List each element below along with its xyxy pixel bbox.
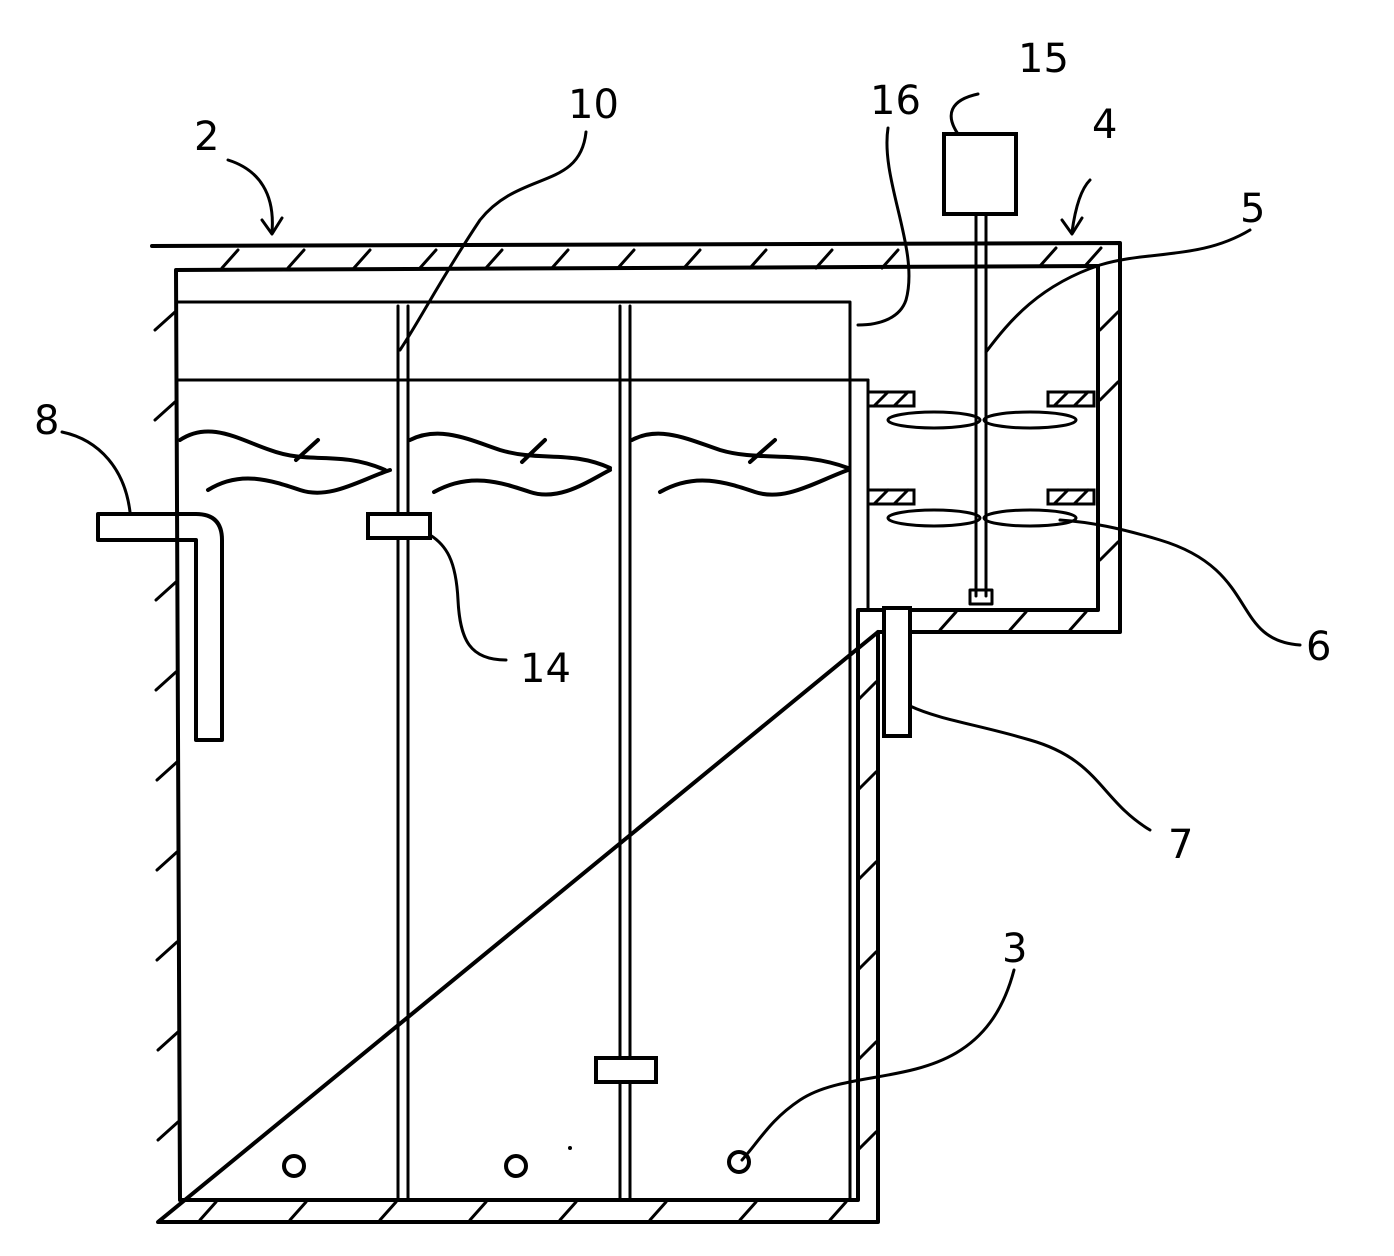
- float-upper: [366, 512, 432, 540]
- drain-holes: [282, 1146, 751, 1178]
- label-7: 7: [1168, 822, 1193, 868]
- wall-hatching: [153, 246, 1120, 1222]
- label-5: 5: [1240, 186, 1265, 232]
- partitions: [396, 304, 632, 1200]
- stirring-shaft: [968, 212, 994, 606]
- label-2: 2: [194, 114, 219, 160]
- water-surface: [178, 429, 850, 497]
- label-3: 3: [1002, 926, 1027, 972]
- inlet-pipe: [96, 512, 224, 742]
- impeller-chamber: [866, 390, 1096, 528]
- label-14: 14: [520, 646, 571, 692]
- label-15: 15: [1018, 36, 1069, 82]
- label-4: 4: [1092, 102, 1117, 148]
- label-16: 16: [870, 78, 921, 124]
- motor: [942, 132, 1018, 216]
- label-10: 10: [568, 82, 619, 128]
- inner-liner: [176, 300, 870, 1200]
- outlet-tube: [882, 606, 912, 738]
- label-8: 8: [34, 398, 59, 444]
- float-lower: [594, 1056, 658, 1084]
- leader-lines: [60, 92, 1302, 1162]
- label-6: 6: [1306, 624, 1331, 670]
